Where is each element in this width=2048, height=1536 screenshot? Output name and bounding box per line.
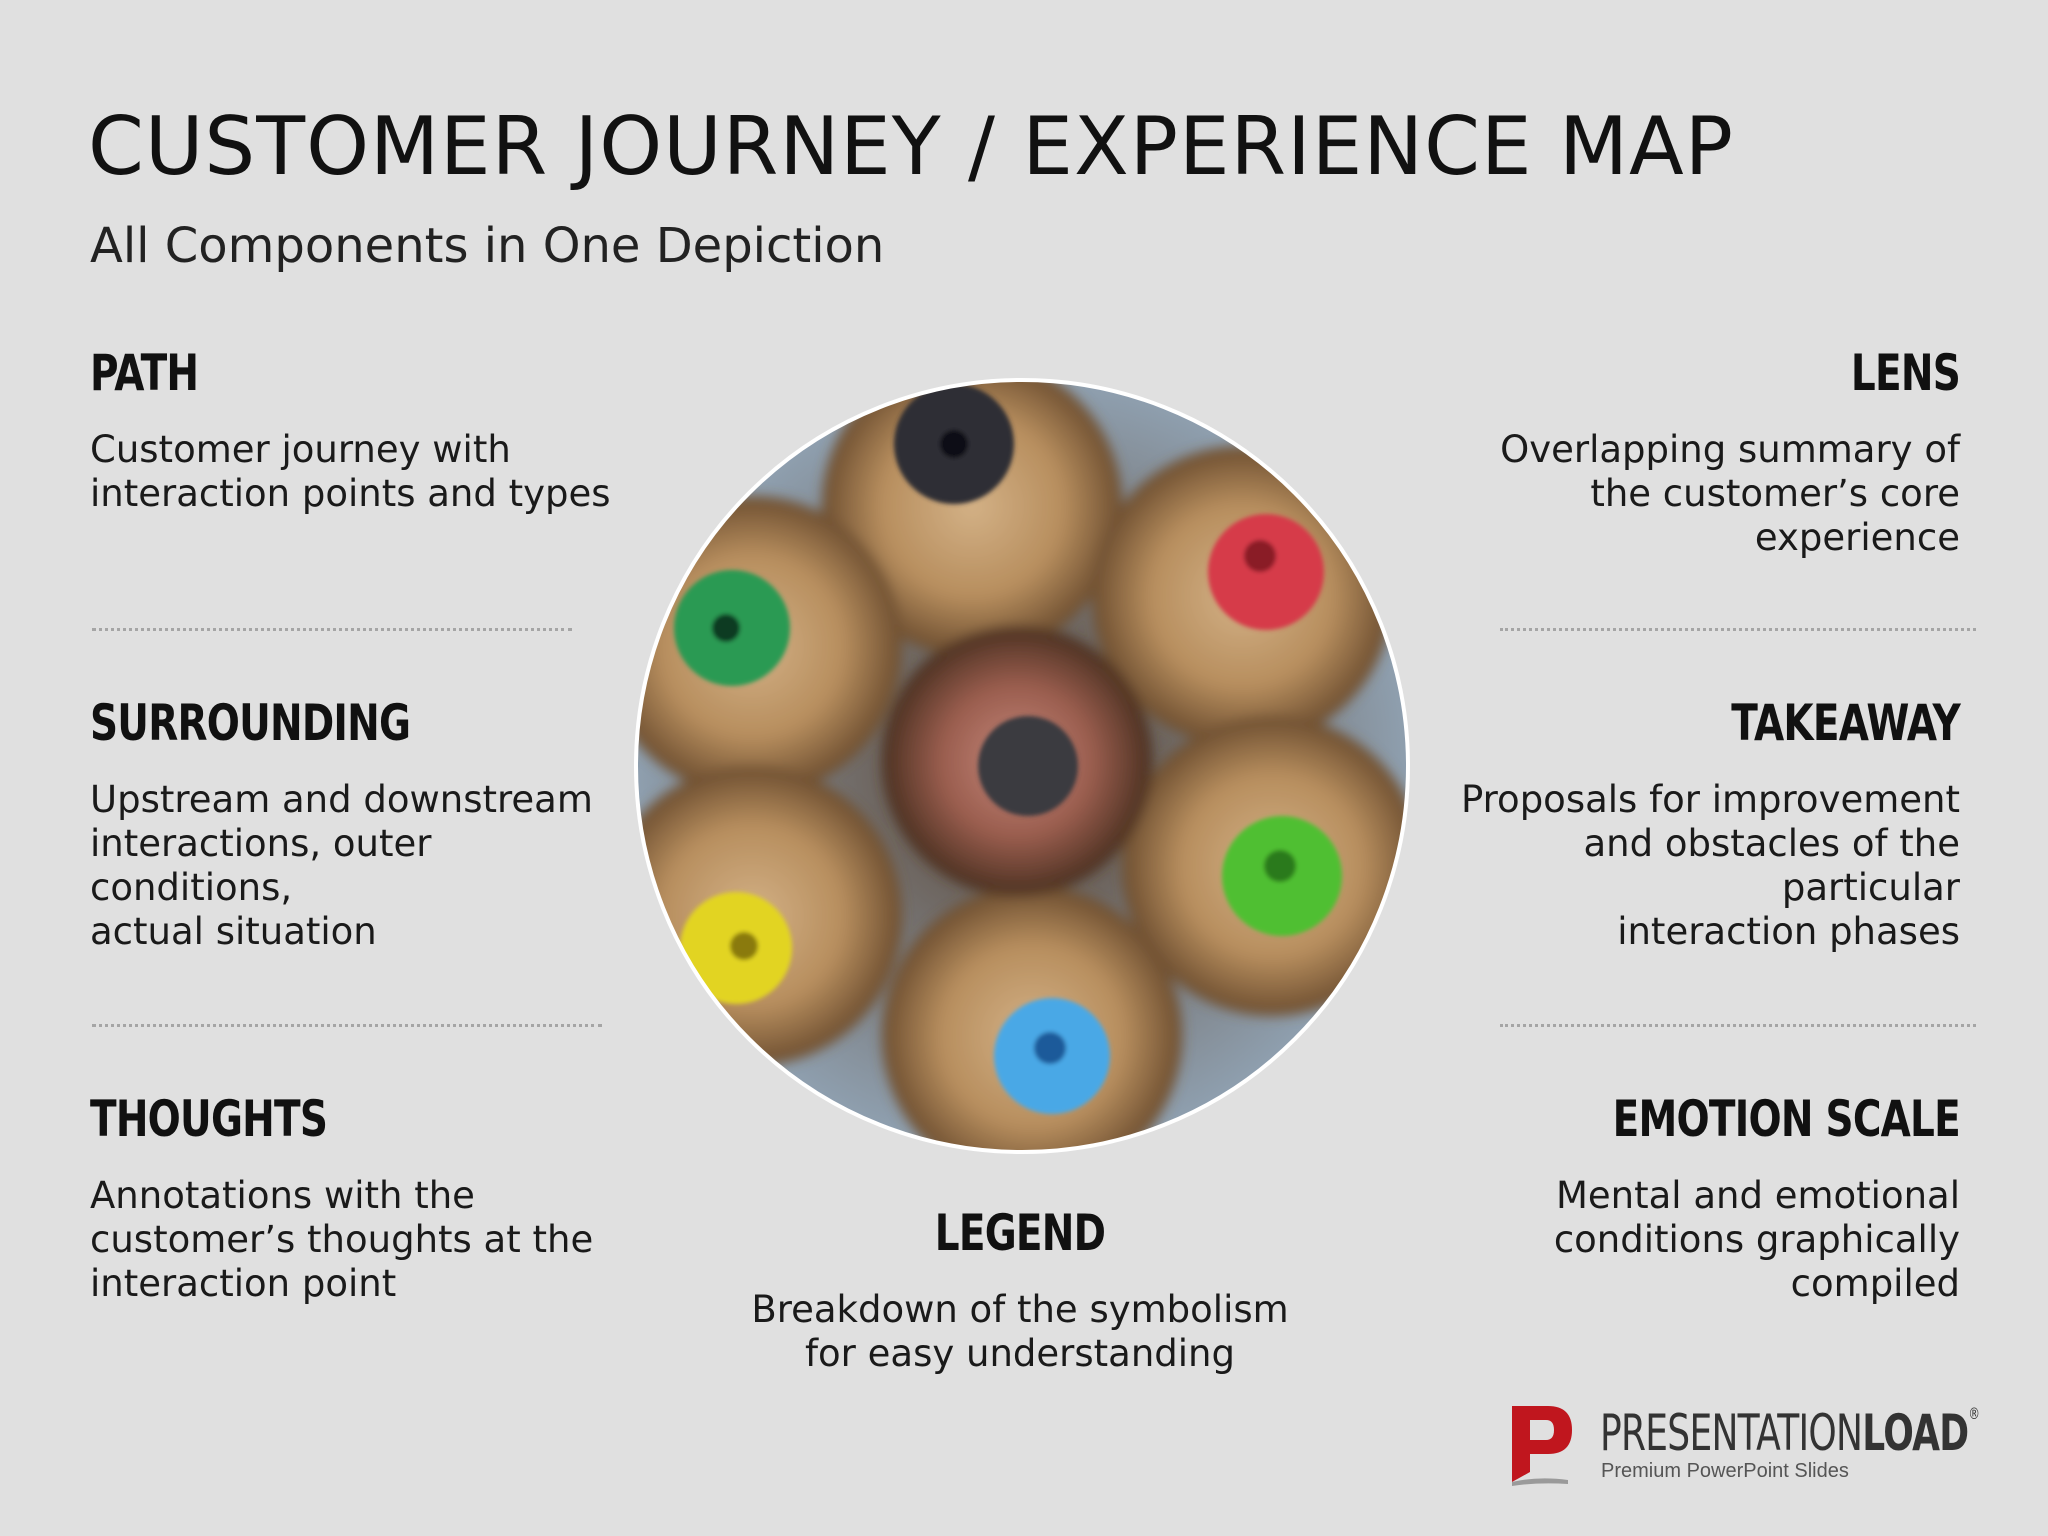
logo-tagline: Premium PowerPoint Slides [1601,1460,1849,1482]
legend-block: LEGEND Breakdown of the symbolism for ea… [700,1204,1340,1376]
logo-mark-icon [1512,1406,1572,1486]
path-text: Customer journey with interaction points… [90,428,611,515]
divider [1500,628,1976,631]
surrounding-text: Upstream and downstream interactions, ou… [90,778,593,953]
logo-registered: ® [1968,1404,1980,1423]
pencil-tip-center [978,716,1078,816]
emotion-scale-heading: EMOTION SCALE [1612,1090,1961,1148]
page-subtitle: All Components in One Depiction [90,218,885,274]
divider [92,628,572,631]
emotion-scale-block: EMOTION SCALE Mental and emotional condi… [1400,1090,1961,1306]
logo-brand-light: PRESENTATION [1600,1404,1863,1462]
path-heading: PATH [90,344,199,402]
presentationload-logo: PRESENTATIONLOAD® Premium PowerPoint Sli… [1508,1402,1980,1492]
legend-text: Breakdown of the symbolism for easy unde… [751,1288,1289,1375]
takeaway-heading: TAKEAWAY [1731,694,1961,752]
thoughts-heading: THOUGHTS [90,1090,328,1148]
legend-heading: LEGEND [934,1204,1106,1262]
page-title: CUSTOMER JOURNEY / EXPERIENCE MAP [88,100,1734,193]
thoughts-text: Annotations with the customer’s thoughts… [90,1174,594,1305]
path-block: PATH Customer journey with interaction p… [90,344,650,516]
thoughts-block: THOUGHTS Annotations with the customer’s… [90,1090,650,1306]
colored-pencils-photo [634,378,1410,1154]
logo-brand-bold: LOAD [1862,1404,1969,1462]
emotion-scale-text: Mental and emotional conditions graphica… [1553,1174,1960,1305]
logo-wordmark: PRESENTATIONLOAD® [1600,1404,1980,1462]
divider [92,1024,602,1027]
takeaway-block: TAKEAWAY Proposals for improvement and o… [1400,694,1961,954]
divider [1500,1024,1976,1027]
takeaway-text: Proposals for improvement and obstacles … [1461,778,1960,953]
lens-block: LENS Overlapping summary of the customer… [1400,344,1961,560]
surrounding-block: SURROUNDING Upstream and downstream inte… [90,694,650,954]
pencil-tip-red [1208,514,1324,630]
lens-heading: LENS [1850,344,1961,402]
surrounding-heading: SURROUNDING [90,694,411,752]
lens-text: Overlapping summary of the customer’s co… [1500,428,1960,559]
